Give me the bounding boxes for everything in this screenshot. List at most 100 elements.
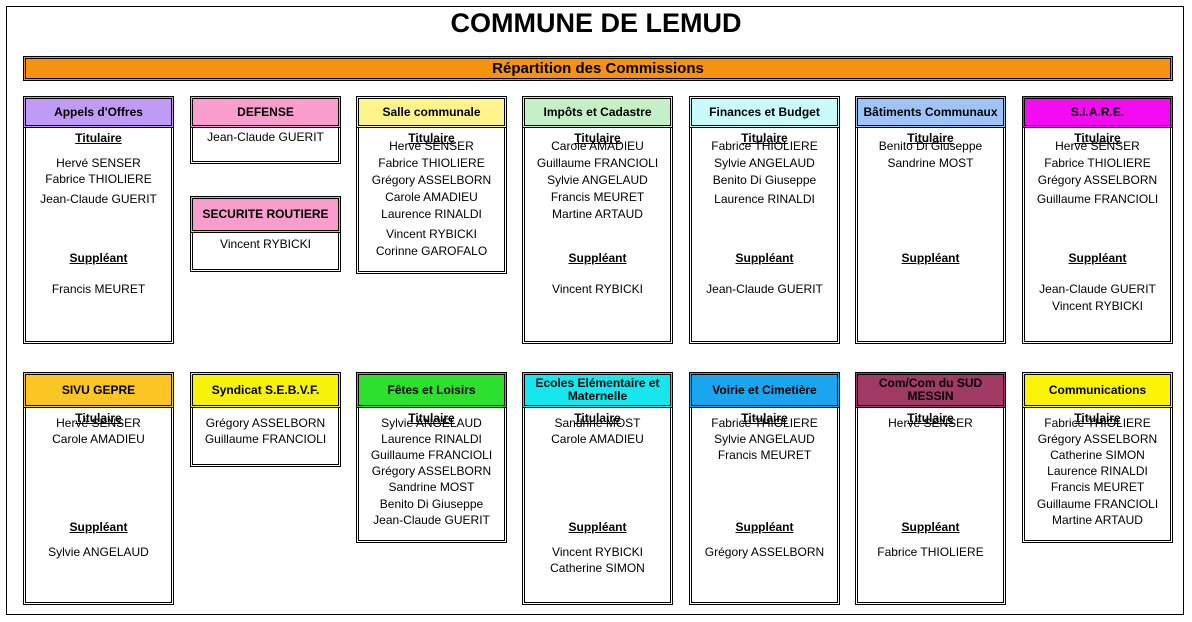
titulaire-name: Jean-Claude GUERIT [40,192,157,206]
titulaire-name: Vincent RYBICKI [386,227,477,241]
commission-header: SIVU GEPRE [23,372,174,408]
titulaire-name: Hervé SENSER [389,139,474,153]
suppleant-name: Vincent RYBICKI [1052,299,1143,313]
titulaire-name: Francis MEURET [717,448,812,462]
titulaire-label: Titulaire [408,411,455,425]
titulaire-name: Fabrice THIOLIERE [1044,156,1151,170]
titulaire-name: Catherine SIMON [1050,448,1145,462]
titulaire-name: Grégory ASSELBORN [371,464,492,478]
commission-header: Salle communale [356,96,507,128]
titulaire-label: Titulaire [907,411,954,425]
suppleant-label: Suppléant [1068,251,1127,265]
titulaire-name: Carole AMADIEU [385,190,478,204]
commission-header: SECURITE ROUTIERE [190,196,341,233]
titulaire-name: Carole AMADIEU [551,139,644,153]
titulaire-name: Sylvie ANGELAUD [547,173,648,187]
page-title: COMMUNE DE LEMUD [450,8,742,38]
titulaire-name: Benito Di Giuseppe [712,173,817,187]
commission-header: Voirie et Cimetière [689,372,840,408]
titulaire-label: Titulaire [75,131,122,145]
titulaire-name: Jean-Claude GUERIT [207,130,324,144]
titulaire-name: Hervé SENSER [56,156,141,170]
titulaire-name: Hervé SENSER [56,416,141,430]
suppleant-name: Francis MEURET [51,282,146,296]
commission-header: S.I.A.R.E. [1022,96,1173,128]
titulaire-name: Grégory ASSELBORN [1037,173,1158,187]
titulaire-label: Titulaire [907,131,954,145]
commission-header: Finances et Budget [689,96,840,128]
suppleant-label: Suppléant [735,520,794,534]
commission-header: Impôts et Cadastre [522,96,673,128]
titulaire-name: Sylvie ANGELAUD [714,156,815,170]
titulaire-label: Titulaire [1074,411,1121,425]
titulaire-name: Fabrice THIOLIERE [378,156,485,170]
titulaire-name: Fabrice THIOLIERE [1044,416,1151,430]
titulaire-name: Sandrine MOST [554,416,641,430]
commission-header: Appels d'Offres [23,96,174,128]
suppleant-label: Suppléant [568,251,627,265]
titulaire-name: Guillaume FRANCIOLI [1036,497,1159,511]
titulaire-name: Fabrice THIOLIERE [711,416,818,430]
section-banner: Répartition des Commissions [23,56,1173,81]
titulaire-label: Titulaire [1074,131,1121,145]
titulaire-label: Titulaire [408,131,455,145]
titulaire-name: Laurence RINALDI [714,192,815,206]
suppleant-label: Suppléant [901,251,960,265]
titulaire-label: Titulaire [741,411,788,425]
suppleant-label: Suppléant [568,520,627,534]
titulaire-name: Benito Di Giuseppe [878,139,983,153]
titulaire-name: Sylvie ANGELAUD [714,432,815,446]
titulaire-name: Laurence RINALDI [1047,464,1148,478]
suppleant-name: Catherine SIMON [550,561,645,575]
titulaire-name: Francis MEURET [550,190,645,204]
titulaire-label: Titulaire [574,411,621,425]
titulaire-name: Carole AMADIEU [551,432,644,446]
titulaire-name: Fabrice THIOLIERE [45,172,152,186]
suppleant-label: Suppléant [901,520,960,534]
titulaire-name: Jean-Claude GUERIT [373,513,490,527]
commission-header: Bâtiments Communaux [855,96,1006,128]
titulaire-name: Sandrine MOST [887,156,974,170]
commission-header: DEFENSE [190,96,341,128]
titulaire-name: Sandrine MOST [388,480,475,494]
titulaire-name: Benito Di Giuseppe [379,497,484,511]
titulaire-name: Vincent RYBICKI [220,237,311,251]
titulaire-name: Guillaume FRANCIOLI [370,448,493,462]
suppleant-name: Vincent RYBICKI [552,545,643,559]
suppleant-name: Jean-Claude GUERIT [1039,282,1156,296]
titulaire-name: Laurence RINALDI [381,432,482,446]
titulaire-label: Titulaire [75,411,122,425]
suppleant-label: Suppléant [69,520,128,534]
titulaire-name: Guillaume FRANCIOLI [536,156,659,170]
titulaire-label: Titulaire [741,131,788,145]
suppleant-label: Suppléant [69,251,128,265]
titulaire-name: Hervé SENSER [888,416,973,430]
commission-header: Syndicat S.E.B.V.F. [190,372,341,408]
suppleant-label: Suppléant [735,251,794,265]
titulaire-name: Grégory ASSELBORN [1037,432,1158,446]
suppleant-name: Jean-Claude GUERIT [706,282,823,296]
titulaire-name: Fabrice THIOLIERE [711,139,818,153]
suppleant-name: Fabrice THIOLIERE [877,545,984,559]
page-frame [6,6,1184,615]
titulaire-label: Titulaire [574,131,621,145]
titulaire-name: Hervé SENSER [1055,139,1140,153]
titulaire-name: Laurence RINALDI [381,207,482,221]
titulaire-name: Grégory ASSELBORN [371,173,492,187]
titulaire-name: Guillaume FRANCIOLI [1036,192,1159,206]
titulaire-name: Carole AMADIEU [52,432,145,446]
commission-header: Fêtes et Loisirs [356,372,507,408]
suppleant-name: Grégory ASSELBORN [704,545,825,559]
titulaire-name: Corinne GAROFALO [375,244,488,258]
titulaire-name: Guillaume FRANCIOLI [204,432,327,446]
titulaire-name: Martine ARTAUD [1052,513,1143,527]
commission-header: Com/Com du SUD MESSIN [855,372,1006,408]
